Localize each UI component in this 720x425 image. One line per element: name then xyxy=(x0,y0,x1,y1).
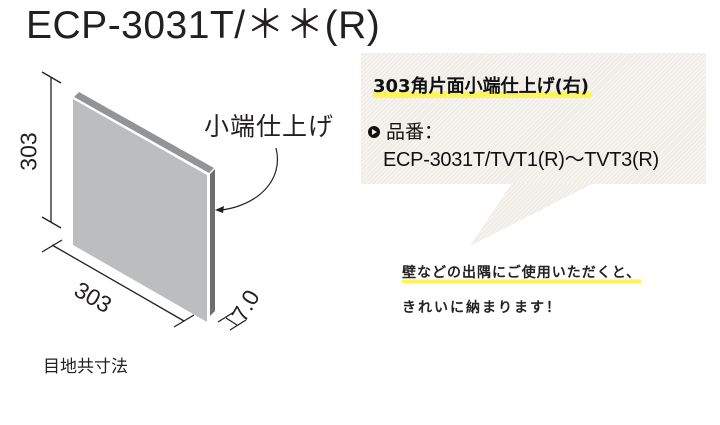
height-dimension-line xyxy=(41,71,62,229)
callout-arrow xyxy=(221,147,278,211)
tile-top-edge xyxy=(74,92,214,173)
part-number-label: 品番： xyxy=(386,121,444,143)
part-number-row: 品番： xyxy=(368,120,443,144)
thickness-dimension-line xyxy=(217,311,247,331)
part-number-value: ECP-3031T/TVT1(R)〜TVT3(R) xyxy=(383,149,659,171)
tile-diagram xyxy=(41,71,278,331)
note-line-1: 壁などの出隅にご使用いただくと、 xyxy=(402,262,642,284)
edge-finish-label: 小端仕上げ xyxy=(204,112,335,141)
joint-dimension-label: 目地共寸法 xyxy=(43,357,128,377)
height-dimension: 303 xyxy=(15,132,42,171)
callout-heading: 303角片面小端仕上げ(右) xyxy=(373,74,592,100)
product-title: ECP-3031T/＊＊(R) xyxy=(26,4,381,47)
tile-face xyxy=(73,99,207,322)
width-dimension-line xyxy=(41,239,195,328)
arrow-head-icon xyxy=(215,206,224,213)
tile-side-edge xyxy=(210,169,215,316)
note-line-2: きれいに納まります！ xyxy=(402,300,562,316)
arrow-circle-right-icon xyxy=(368,126,380,138)
